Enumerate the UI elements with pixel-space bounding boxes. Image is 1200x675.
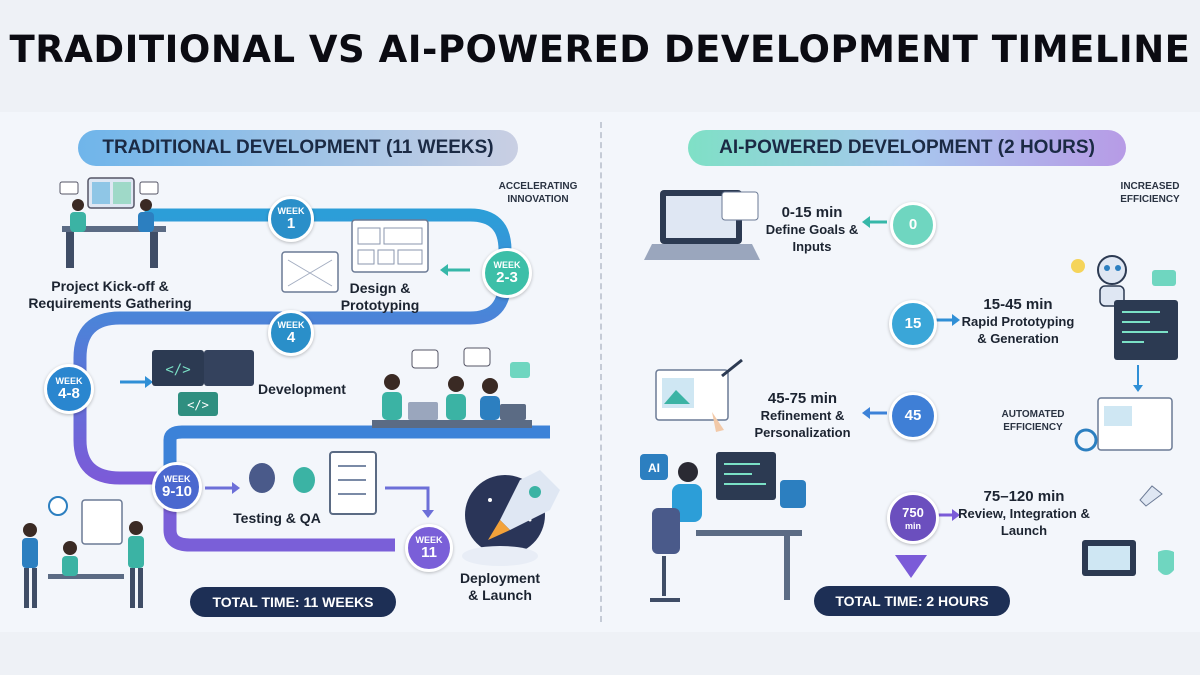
- efficiency-note: INCREASED EFFICIENCY: [1120, 181, 1180, 205]
- meeting-illustration: [59, 177, 166, 268]
- stage-kickoff: Project Kick-off & Requirements Gatherin…: [28, 278, 192, 311]
- automation-illustration: [1074, 397, 1173, 452]
- minute-node-45: 45: [889, 392, 937, 440]
- stage-deployment: Deployment & Launch: [459, 570, 541, 603]
- dev-team-illustration: [372, 347, 532, 428]
- wireframe-illustration: [281, 219, 429, 293]
- svg-text:</>: </>: [187, 398, 209, 412]
- page-title: TRADITIONAL VS AI-POWERED DEVELOPMENT TI…: [9, 28, 1191, 71]
- minute-node-15: 15: [889, 300, 937, 348]
- qa-team-illustration: [22, 496, 144, 608]
- stage-testing: Testing & QA: [233, 510, 321, 526]
- refinement-illustration: [655, 358, 743, 432]
- center-divider: [600, 122, 602, 622]
- ai-laptop-illustration: [644, 190, 760, 260]
- rocket-illustration: [462, 470, 560, 566]
- svg-text:</>: </>: [165, 362, 190, 378]
- minute-node-0: 0: [890, 202, 936, 248]
- traditional-total-badge: TOTAL TIME: 11 WEEKS: [190, 587, 396, 617]
- code-illustration: </> </>: [152, 350, 254, 416]
- launch-illustration: [1082, 485, 1174, 576]
- svg-text:AI: AI: [648, 461, 660, 475]
- ai-total-badge: TOTAL TIME: 2 HOURS: [814, 586, 1010, 616]
- ai-header: AI-POWERED DEVELOPMENT (2 HOURS): [688, 130, 1126, 166]
- ai-developer-illustration: AI: [640, 452, 806, 602]
- traditional-header: TRADITIONAL DEVELOPMENT (11 WEEKS): [78, 130, 518, 166]
- stage-design: Design & Prototyping: [340, 280, 420, 313]
- testing-illustration: [249, 451, 377, 515]
- automated-note: AUTOMATED EFFICIENCY: [1001, 409, 1065, 433]
- stage-development: Development: [258, 381, 346, 397]
- accelerating-note: ACCELERATING INNOVATION: [498, 181, 578, 205]
- robot-illustration: [1071, 255, 1178, 360]
